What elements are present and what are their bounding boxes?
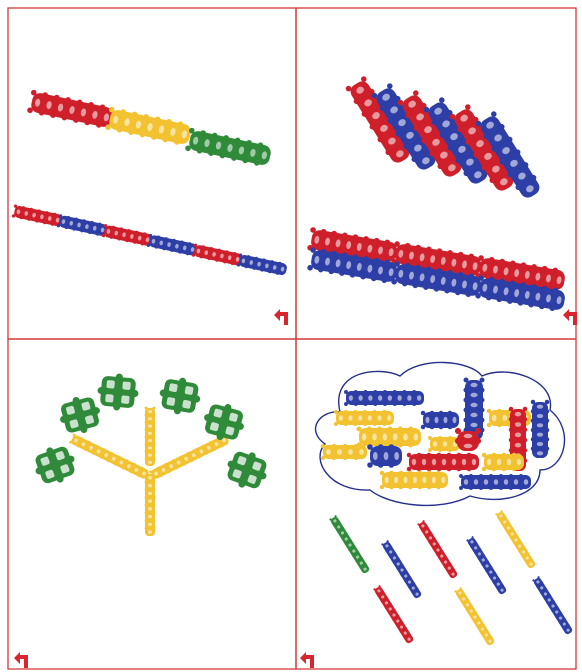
panel-1-frame (8, 8, 296, 339)
cloud-piece-blue (421, 411, 459, 429)
corner-arrow-icon (563, 309, 577, 325)
cloud-piece-blue (367, 444, 402, 468)
cloud-piece-yellow (380, 471, 448, 489)
strip-piece-red (27, 89, 115, 130)
panel-1-strips (11, 89, 287, 276)
cloud-piece-blue (531, 400, 549, 458)
corner-arrow-icon (14, 652, 28, 668)
rain-drop-red (373, 585, 414, 645)
panel-4-frame (296, 339, 576, 669)
leaf-square (29, 441, 80, 490)
rain-drop-green (329, 515, 370, 575)
strip-piece-blue (236, 253, 287, 276)
strip-piece-green (185, 127, 273, 168)
cloud-piece-red (455, 428, 481, 451)
branch-piece (69, 433, 150, 480)
strip-piece-blue (56, 214, 107, 237)
corner-arrow-icon (274, 309, 288, 325)
leaf-square (55, 392, 104, 438)
rain-drop-yellow (495, 510, 536, 570)
panel-2-mats (307, 75, 566, 313)
panel-4-cloud-rain (316, 362, 574, 646)
branch-piece (149, 434, 230, 481)
rain-drop-blue (381, 540, 422, 600)
trunk-piece (145, 473, 156, 536)
cloud-piece-blue (459, 474, 531, 490)
cloud-piece-blue (463, 377, 484, 440)
cloud-piece-yellow (334, 410, 394, 426)
cloud-piece-yellow (482, 453, 524, 471)
leaf-square (221, 446, 272, 495)
rain-drop-blue (532, 576, 573, 636)
leaf-square (96, 372, 140, 412)
cloud-piece-yellow (356, 426, 421, 447)
panel-3-tree (29, 372, 272, 536)
cloud-piece-yellow (428, 436, 460, 452)
corner-arrow-icon (300, 652, 314, 668)
strip-piece-blue (146, 234, 197, 257)
strip-piece-red (11, 204, 62, 227)
strip-piece-red (101, 224, 152, 247)
branch-piece (145, 407, 156, 466)
cloud-piece-red (407, 453, 479, 471)
cloud-piece-blue (344, 390, 424, 406)
strip-piece-yellow (105, 106, 193, 147)
rain-drop-blue (466, 536, 507, 596)
strip-piece-red (191, 243, 242, 266)
rain-drop-red (417, 520, 458, 580)
rain-drop-yellow (454, 587, 495, 647)
leaf-square (157, 374, 204, 418)
